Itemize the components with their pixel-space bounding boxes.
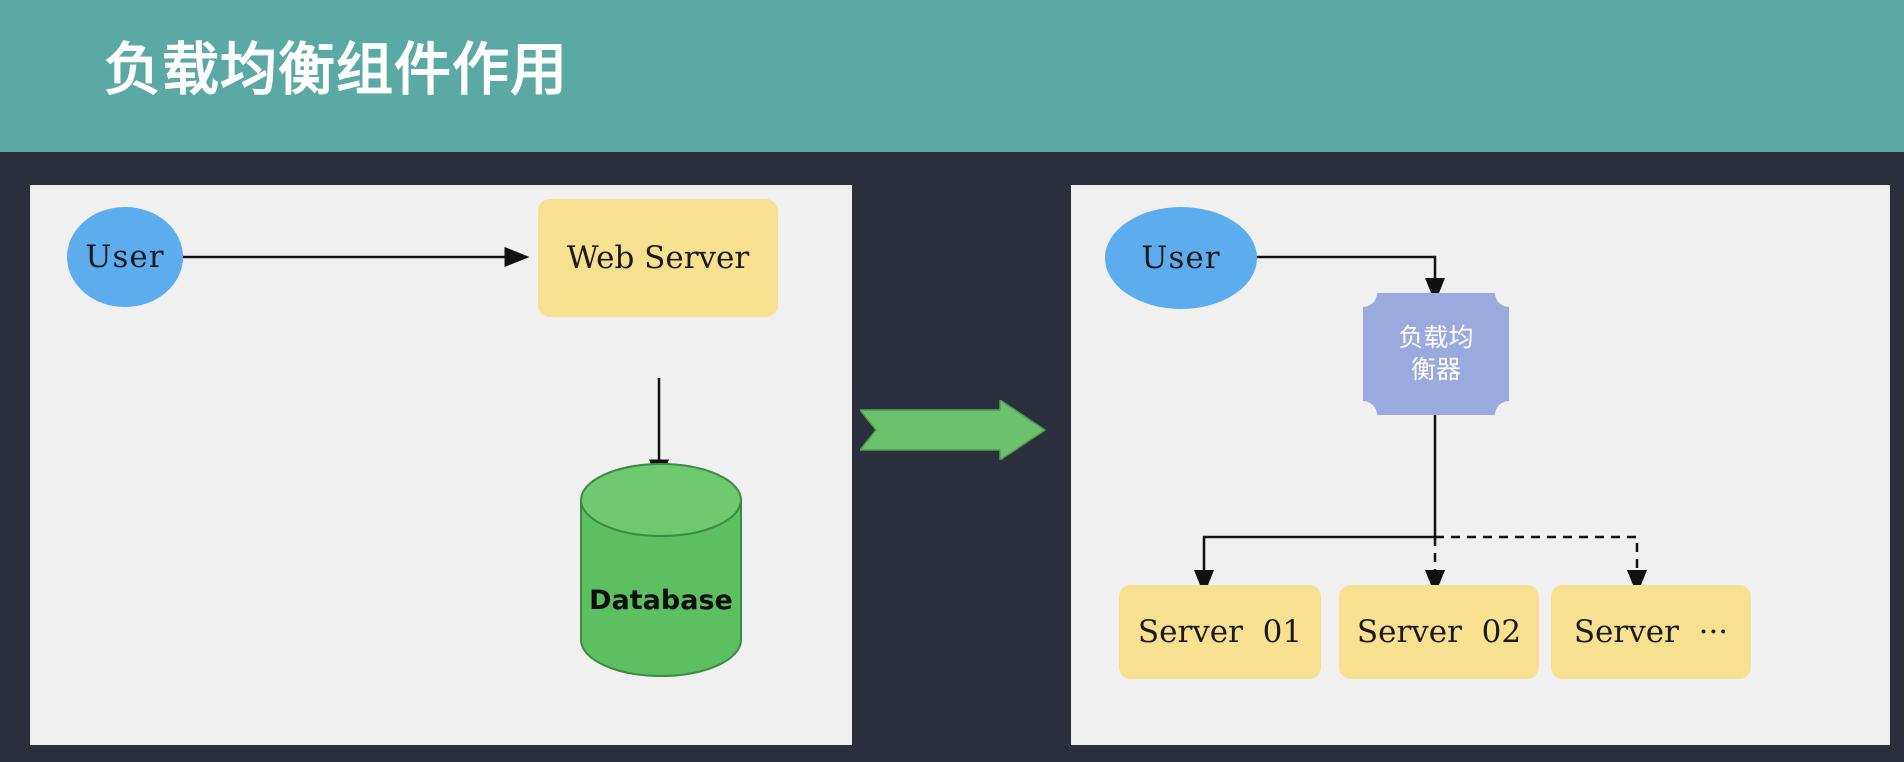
node-web-server[interactable]: Web Server: [538, 199, 778, 317]
header-band: [0, 0, 1904, 152]
node-server-02[interactable]: Server 02: [1339, 585, 1539, 679]
node-user-right[interactable]: User: [1105, 207, 1257, 309]
edge-user-to-loadbalancer: [1256, 255, 1445, 303]
right-panel-edges: [1194, 255, 1647, 595]
page-title: 负载均衡组件作用: [104, 37, 568, 103]
node-user-left-label: User: [85, 239, 165, 275]
node-web-server-label: Web Server: [566, 240, 750, 276]
lb-label-line-1: 负载均: [1398, 323, 1474, 352]
node-load-balancer-label-wrap: 负载均衡器: [1363, 293, 1509, 415]
node-server-02-label: Server 02: [1356, 614, 1522, 650]
node-load-balancer-label: 负载均衡器: [1398, 322, 1473, 386]
node-load-balancer[interactable]: [1363, 293, 1509, 415]
before-architecture-panel: User Web Server Database: [30, 185, 852, 745]
node-server-03-label: Server ···: [1573, 614, 1729, 650]
lb-label-line-2: 衡器: [1410, 355, 1461, 384]
node-user-left[interactable]: User: [67, 207, 183, 307]
edge-loadbalancer-to-server-03: [1435, 535, 1647, 595]
node-database-label: Database: [589, 585, 733, 616]
green-right-arrow: [860, 400, 1046, 460]
after-architecture-panel: 负载均衡器 User Server 01 Server 02 Server ··…: [1071, 185, 1890, 745]
node-server-03[interactable]: Server ···: [1551, 585, 1751, 679]
left-panel-edges: [183, 247, 742, 677]
node-server-01[interactable]: Server 01: [1119, 585, 1321, 679]
edge-loadbalancer-to-server-01: [1194, 535, 1435, 595]
database-cylinder: [580, 463, 742, 677]
node-server-01-label: Server 01: [1137, 614, 1303, 650]
node-user-right-label: User: [1141, 240, 1221, 276]
